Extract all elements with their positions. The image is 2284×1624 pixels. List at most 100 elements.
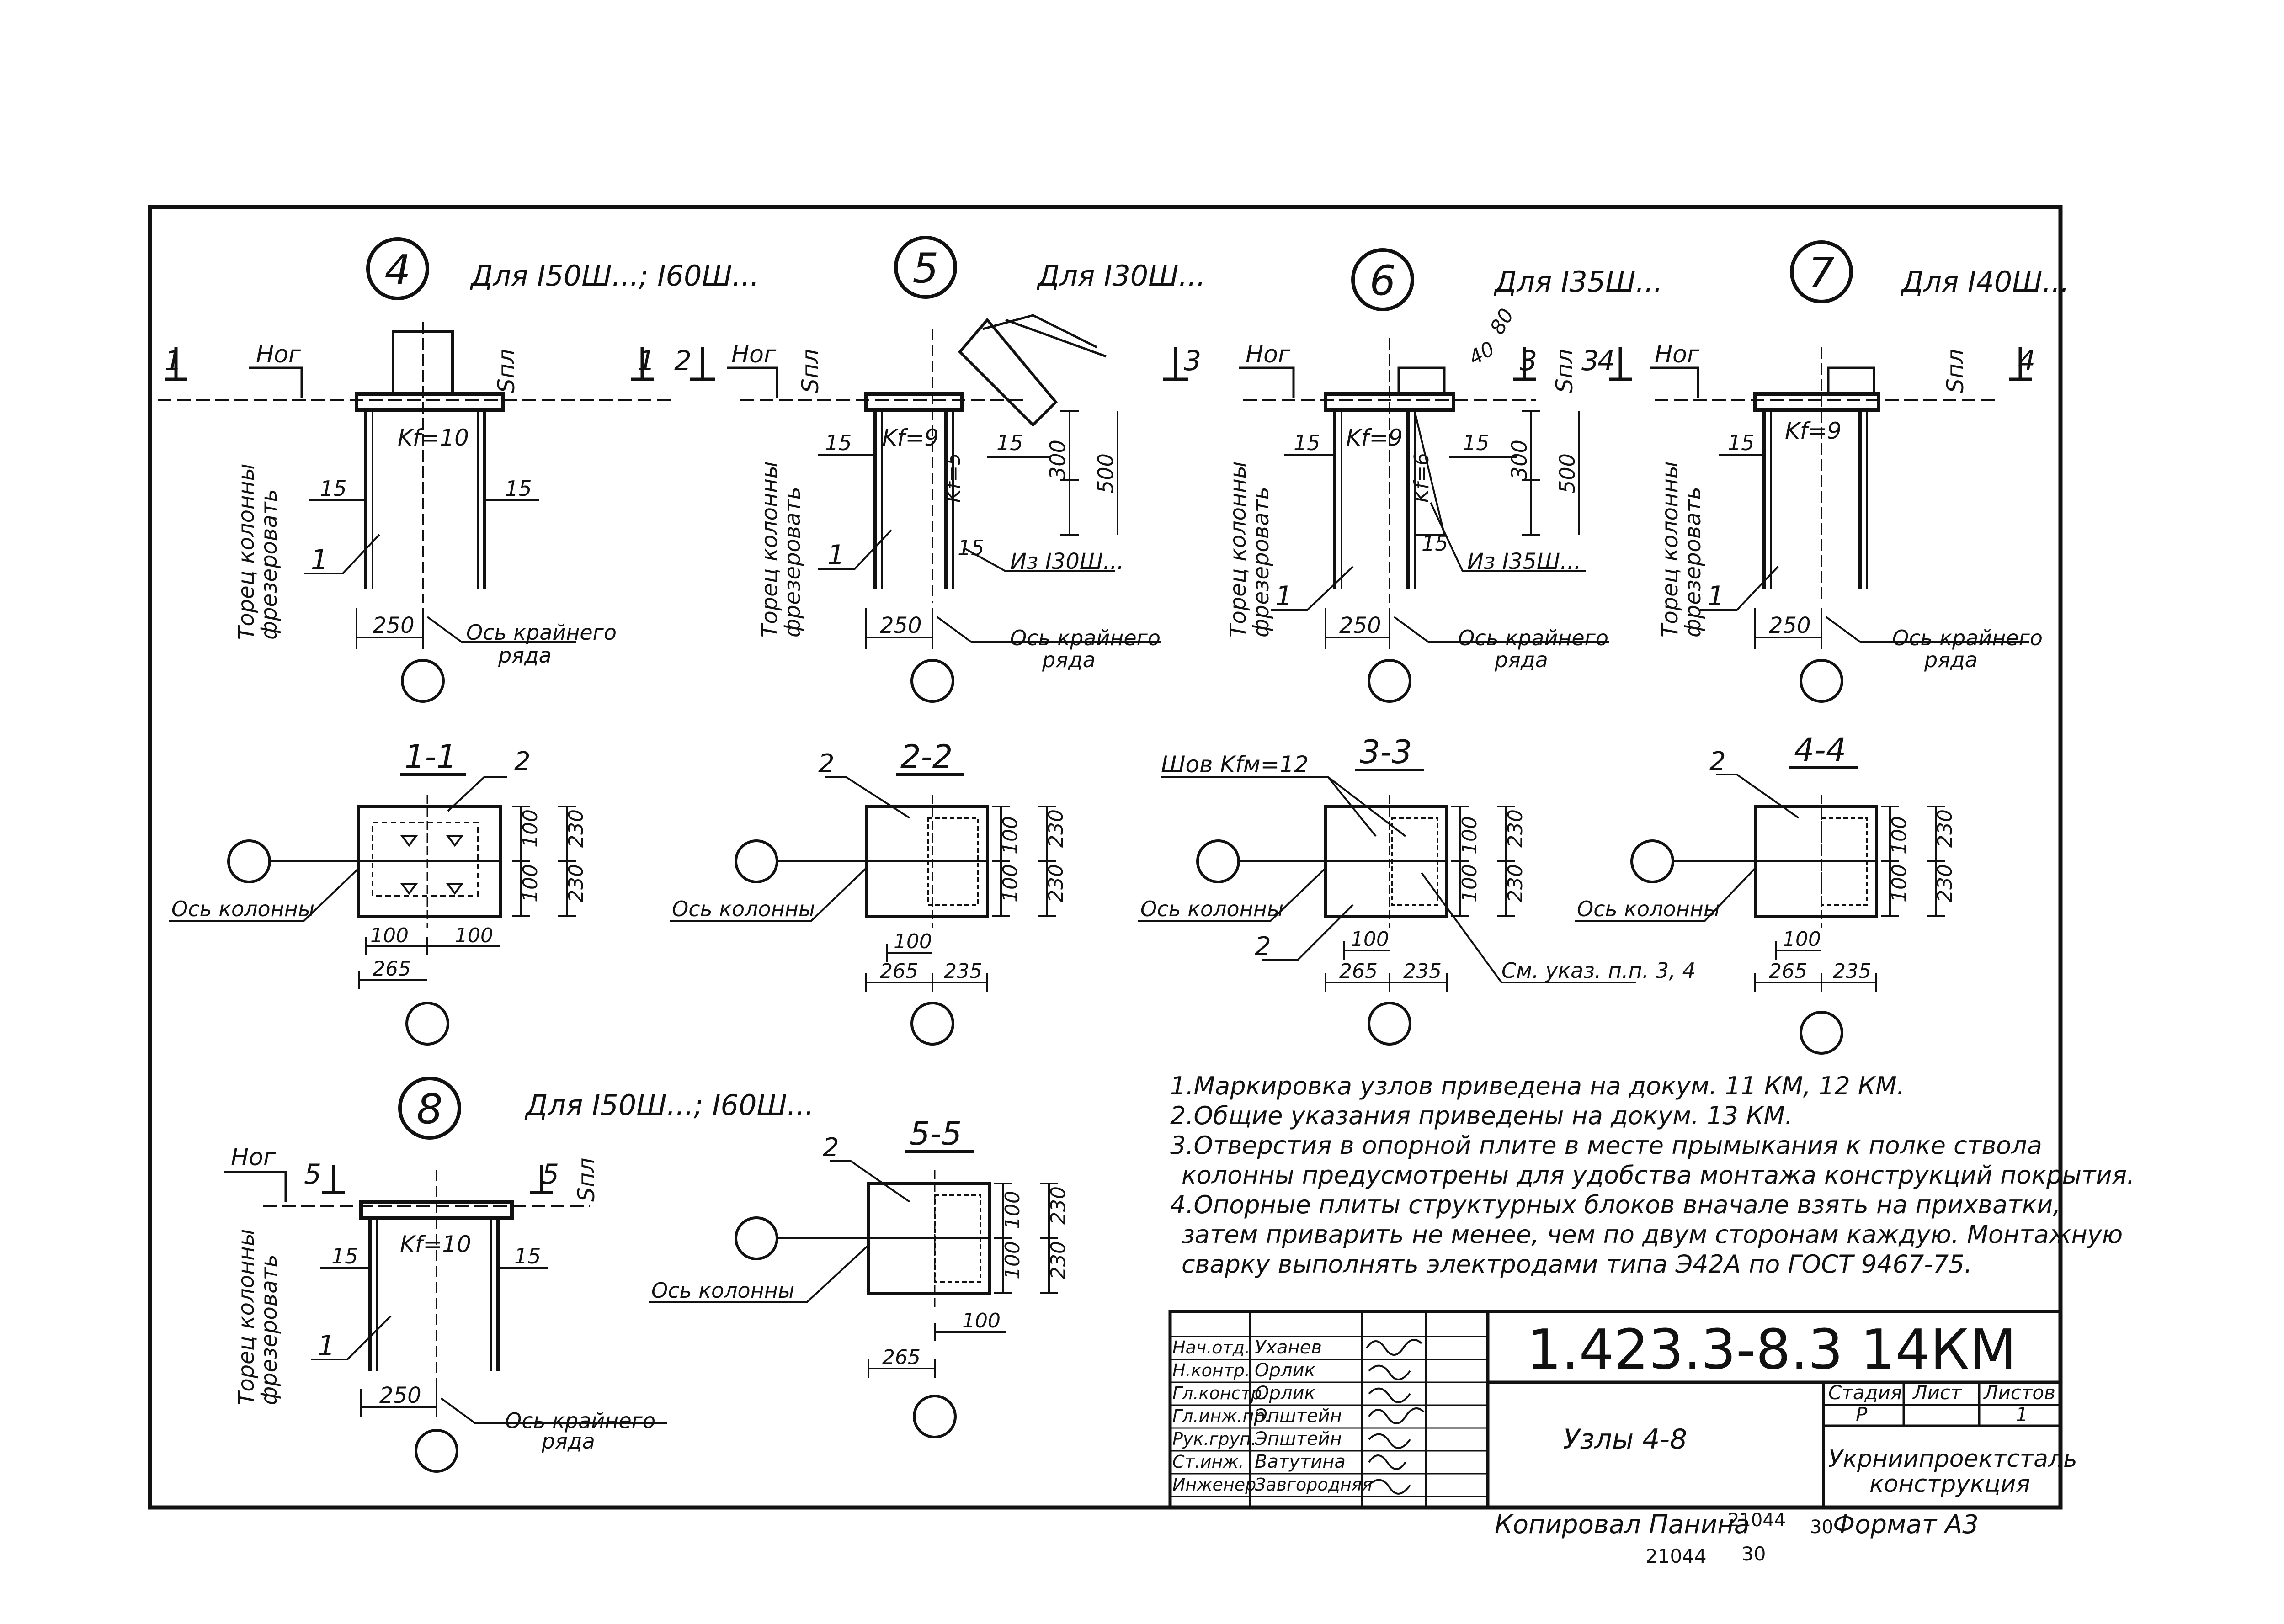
node-subtitle: Для I30Ш... [1036,259,1206,292]
role-1: Нач.отд. [1172,1337,1250,1358]
role-5: Рук.груп. [1172,1429,1256,1449]
weld-side-right: 15 [996,430,1023,455]
hog-label: Hог [231,1144,276,1171]
spl-label: Sпл [1942,349,1969,393]
hog-label: Hог [256,341,301,368]
dim-v1: 100 [1888,816,1911,854]
axis-circle [401,659,445,703]
weld-side-left: 15 [320,476,347,501]
title-block-roles: Нач.отд. Н.контр. Гл.констр. Гл.инж.пр. … [1172,1337,1270,1495]
node-number: 4 [384,246,410,294]
dim-v3: 230 [1504,809,1527,848]
weld-kf2: Kf=6 [1410,453,1433,503]
dim-v2: 100 [519,864,542,902]
base-plate [355,392,505,412]
dim-v3: 230 [1933,809,1957,848]
dim-h1: 100 [370,924,409,947]
torets-label-2: фрезеровать [780,487,805,637]
footer: Копировал Панина 21044 30 Формат А3 2104… [1495,1510,1979,1567]
copy-count-2: 30 [1741,1543,1766,1565]
org-name: Укрниипроектсталь [1828,1445,2077,1473]
node-number: 8 [416,1085,442,1133]
dim-h2: 265 [1339,960,1378,983]
made-from: Из I30Ш... [1010,549,1124,574]
copy-count: 30 [1810,1517,1833,1538]
name-5: Эпштейн [1254,1428,1342,1449]
dim-h1: 100 [1351,928,1389,951]
section-mark: 2 [818,749,835,779]
dim-300: 300 [1507,440,1532,480]
node-number: 5 [912,244,938,292]
axis-label-2: ряда [1494,647,1548,672]
section-marker-left: 2 [674,345,692,377]
section-marker-left-2: 4 [1597,345,1615,377]
section-marker-right-line [631,347,654,381]
weld-seam-label: Шов Kfм=12 [1161,751,1309,778]
axis-label: Ось крайнего [505,1408,655,1433]
torets-label-1: Торец колонны [234,1229,259,1405]
hog-label: Hог [1246,341,1291,368]
torets-label-2: фрезеровать [1680,487,1706,637]
title-block: Нач.отд. Н.контр. Гл.констр. Гл.инж.пр. … [1168,1310,2077,1509]
dim-h3: 235 [1403,960,1442,983]
width-dim: 250 [379,1383,421,1408]
axis-label-2: ряда [1924,647,1978,672]
section-mark: 2 [514,747,531,776]
see-notes-label: См. указ. п.п. 3, 4 [1501,958,1696,983]
section-1-1: 1-1 2 Ось колонны 100 100 230 230 100 10… [169,738,588,1046]
section-4-4: 4-4 2 Ось колонны 100 100 230 230 100 26… [1575,731,1957,1055]
node-8: 8 Для I50Ш...; I60Ш... Hог 5 5 Sпл Kf=10… [224,1077,814,1473]
dim-h2: 265 [1769,960,1807,983]
format-label: Формат А3 [1833,1510,1979,1539]
element-mark: 1 [1275,580,1293,612]
weld-side-right: 15 [1463,430,1490,455]
name-6: Ватутина [1255,1451,1346,1472]
dim-v4: 230 [1044,864,1068,902]
weld-kf2: Kf=5 [942,453,965,503]
weld-side-left: 15 [331,1244,358,1268]
section-marker-mid: 3 [1520,345,1537,377]
dim-v4: 230 [564,864,588,902]
section-3-3: 3-3 Шов Kfм=12 Ось колонны 2 100 100 230… [1138,733,1696,1046]
copied-by: Копировал Панина [1495,1510,1750,1539]
weld-side-left: 15 [1294,430,1320,455]
axis-col-label: Ось колонны [171,897,314,921]
org-name-2: конструкция [1869,1470,2030,1498]
axis-col-label: Ось колонны [651,1278,794,1303]
sheet-frame [148,205,2063,1510]
axis-label-2: ряда [498,643,552,668]
weld-side-bottom: 15 [1422,531,1448,556]
weld-side-right: 15 [505,476,532,501]
made-from: Из I35Ш... [1467,549,1581,574]
section-marker-right: 5 [542,1158,559,1190]
dim-v2: 100 [1458,864,1481,902]
hog-label: Hог [1655,341,1700,368]
section-title: 4-4 [1794,731,1846,769]
base-plate [864,392,964,412]
dim-v4: 230 [1504,864,1527,902]
section-mark: 2 [823,1133,839,1162]
section-mark: 2 [1255,932,1271,961]
document-code: 1.423.3-8.3 14КМ [1527,1318,2017,1382]
element-mark: 1 [318,1330,335,1362]
node-number: 6 [1369,257,1395,305]
node-4: 4 Для I50Ш...; I60Ш... 1 1 Hог Sпл Kf=10… [158,237,759,703]
weld-side-left: 15 [1728,430,1755,455]
weld-side-right: 15 [514,1244,541,1268]
width-dim: 250 [880,613,922,638]
axis-label-2: ряда [541,1429,595,1454]
weld-kf: Kf=10 [400,1231,471,1258]
section-mark: 2 [1709,747,1726,776]
dim-h2: 265 [880,960,918,983]
axis-label: Ось крайнего [1892,626,2043,650]
section-marker-left-line [165,347,187,381]
axis-label-2: ряда [1042,647,1096,672]
width-dim: 250 [1339,613,1381,638]
dim-v1: 100 [1458,816,1481,854]
section-5-5: 5-5 2 Ось колонны 100 100 230 230 100 26… [649,1115,1070,1438]
element-mark: 1 [311,544,328,576]
weld-kf: Kf=10 [398,425,469,451]
section-marker-left: 3 [1184,345,1201,377]
dim-500: 500 [1093,453,1118,494]
dim-v4: 230 [1933,864,1957,902]
